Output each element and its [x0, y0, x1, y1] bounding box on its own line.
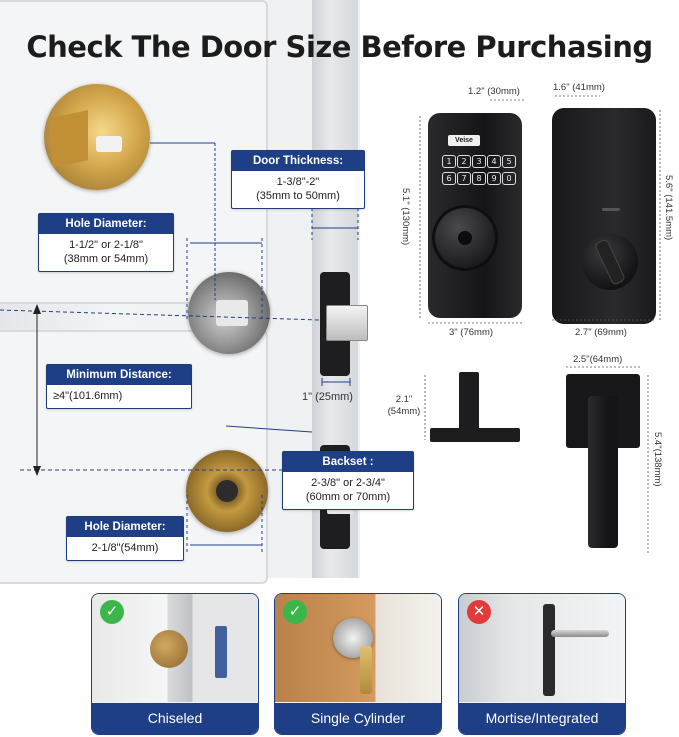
minimum-distance-heading: Minimum Distance: [47, 365, 191, 385]
card-chiseled: ✓ Chiseled [91, 593, 259, 735]
brand-logo: Veise [448, 135, 480, 146]
lever-side-shaft [459, 372, 479, 430]
hole-diameter-top-metric: (38mm or 54mm) [63, 253, 149, 265]
interior-back-unit [552, 108, 656, 324]
lever-depth-dimension: 2.1" (54mm) [387, 394, 421, 417]
checkmark-icon: ✓ [100, 600, 124, 624]
latch-closeup-image [44, 84, 150, 190]
key-4: 4 [487, 155, 501, 168]
key-5: 5 [502, 155, 516, 168]
card-single-cylinder-label: Single Cylinder [275, 703, 441, 734]
hole-diameter-top-heading: Hole Diameter: [39, 214, 173, 234]
keypad-knob [432, 205, 498, 271]
keypad-depth-dimension: 1.2" (30mm) [468, 86, 520, 97]
key-6: 6 [442, 172, 456, 185]
keypad-width-dimension: 3" (76mm) [449, 327, 494, 338]
backset-value: 2-3/8" or 2-3/4" [311, 477, 385, 489]
key-9: 9 [487, 172, 501, 185]
backset-heading: Backset : [283, 452, 413, 472]
card-mortise-integrated: ✕ Mortise/Integrated [458, 593, 626, 735]
battery-cover-latch [602, 208, 620, 211]
cross-icon: ✕ [467, 600, 491, 624]
hole-diameter-bottom-heading: Hole Diameter: [67, 517, 183, 537]
back-height-dimension: 5.6" (141.5mm) [663, 175, 674, 241]
latch-width-dimension: 1" (25mm) [302, 391, 353, 403]
door-thickness-heading: Door Thickness: [232, 151, 364, 171]
keyhole-icon [458, 231, 472, 245]
side-depth-dimension: 1.6" (41mm) [553, 82, 605, 93]
lever-side-base [430, 428, 520, 442]
key-7: 7 [457, 172, 471, 185]
minimum-distance-value: ≥4"(101.6mm) [53, 390, 123, 402]
hole-diameter-top-value: 1-1/2" or 2-1/8" [69, 239, 143, 251]
backset-label: Backset : 2-3/8" or 2-3/4" (60mm or 70mm… [282, 451, 414, 510]
card-mortise-integrated-label: Mortise/Integrated [459, 703, 625, 734]
bore-hole-image-bottom [186, 450, 268, 532]
lever-plate-width-dimension: 2.5"(64mm) [573, 354, 623, 365]
key-1: 1 [442, 155, 456, 168]
key-3: 3 [472, 155, 486, 168]
thumb-turn-icon [582, 234, 638, 290]
latch-bolt [326, 305, 368, 341]
card-single-cylinder: ✓ Single Cylinder [274, 593, 442, 735]
keypad-height-dimension: 5.1" (130mm) [400, 188, 411, 246]
key-8: 8 [472, 172, 486, 185]
backset-metric: (60mm or 70mm) [305, 491, 391, 503]
back-width-dimension: 2.7" (69mm) [575, 327, 627, 338]
bore-hole-image-top [188, 272, 270, 354]
hole-diameter-top-label: Hole Diameter: 1-1/2" or 2-1/8" (38mm or… [38, 213, 174, 272]
hole-diameter-bottom-value: 2-1/8"(54mm) [91, 542, 159, 554]
key-0: 0 [502, 172, 516, 185]
door-thickness-metric: (35mm to 50mm) [256, 190, 340, 202]
card-chiseled-label: Chiseled [92, 703, 258, 734]
keypad-front-unit: Veise 1 2 3 4 5 6 7 8 9 0 [428, 113, 522, 318]
checkmark-icon: ✓ [283, 600, 307, 624]
page-title: Check The Door Size Before Purchasing [26, 30, 653, 64]
minimum-distance-label: Minimum Distance: ≥4"(101.6mm) [46, 364, 192, 409]
hole-diameter-bottom-label: Hole Diameter: 2-1/8"(54mm) [66, 516, 184, 561]
lever-handle [588, 396, 618, 548]
door-thickness-label: Door Thickness: 1-3/8"-2" (35mm to 50mm) [231, 150, 365, 209]
key-2: 2 [457, 155, 471, 168]
lever-height-dimension: 5.4"(138mm) [652, 432, 663, 487]
door-thickness-value: 1-3/8"-2" [276, 176, 320, 188]
